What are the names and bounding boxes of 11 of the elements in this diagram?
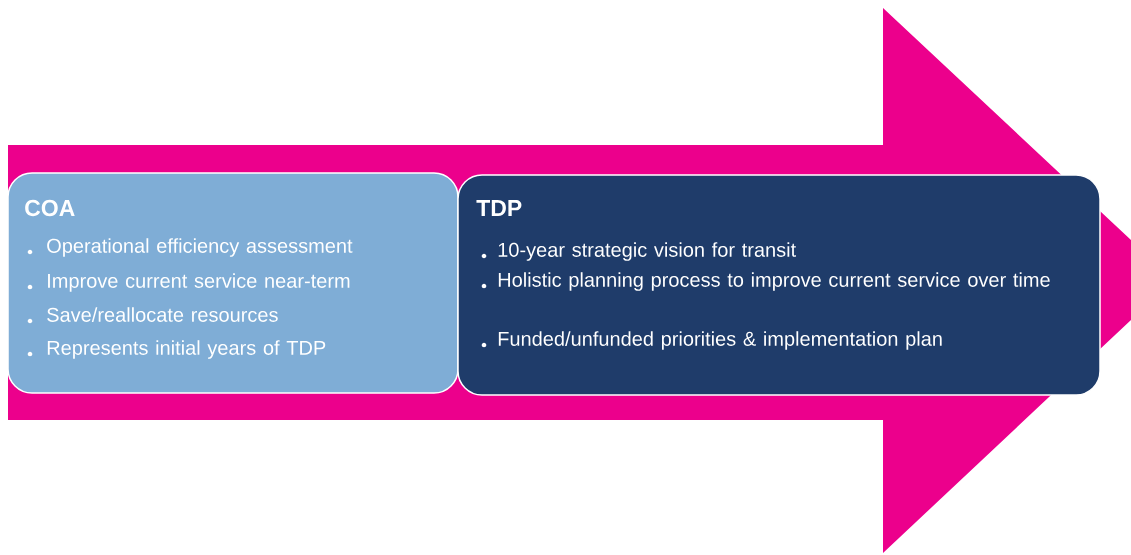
bullet-item: Operational efficiency assessment: [27, 238, 353, 257]
heading: COA: [25, 199, 75, 217]
bullet-item: Holistic planning process to improve current service over time: [481, 272, 1050, 291]
bullet-item: Save/reallocate resources: [27, 307, 278, 324]
bullet-item: Improve current service near-term: [27, 273, 350, 292]
bullet-item: 10-year strategic vision for transit: [481, 242, 796, 261]
bullet-item: Represents initial years of TDP: [27, 340, 326, 359]
heading: TDP: [476, 200, 522, 216]
bullet-item: Funded/unfunded priorities & implementation plan: [481, 331, 942, 350]
process-box: [457, 174, 1101, 396]
process-box: [7, 172, 459, 394]
